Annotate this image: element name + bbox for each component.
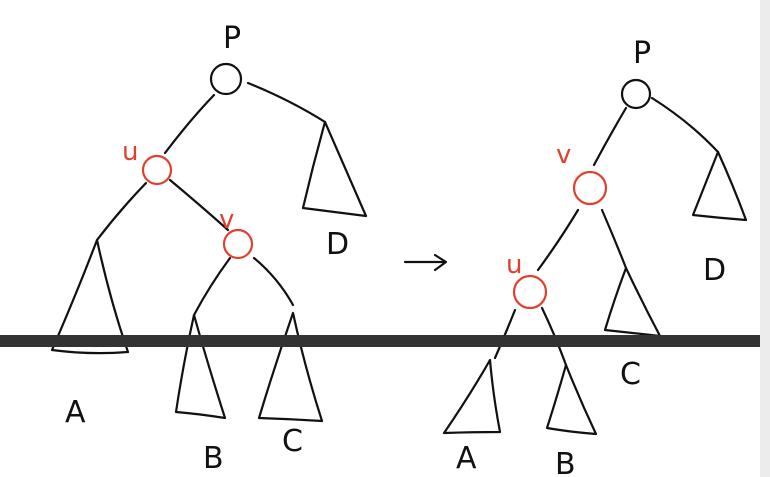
edge-p-d: [246, 81, 327, 124]
before-tree: P u v A D B C: [50, 21, 368, 476]
edge-p-u: [163, 93, 216, 155]
subtree-c-label-after: C: [620, 357, 641, 392]
subtree-d-after: [691, 150, 748, 222]
edge-u-v: [168, 178, 230, 232]
subtree-a-label: A: [65, 395, 86, 430]
subtree-b-label-after: B: [555, 447, 576, 477]
root-label-after: P: [633, 36, 651, 71]
subtree-c: [257, 311, 324, 423]
edge-v-c-after: [600, 208, 628, 270]
subtree-d-label: D: [326, 227, 349, 262]
subtree-a-after: [442, 358, 502, 435]
root-label: P: [223, 21, 241, 56]
edge-p-d-after: [650, 96, 720, 154]
subtree-d-label-after: D: [703, 253, 726, 288]
node-u-label-after: u: [506, 250, 522, 280]
subtree-a: [50, 238, 130, 355]
root-node-p: [209, 62, 243, 96]
node-v-label: v: [219, 205, 234, 235]
edge-v-c: [252, 256, 295, 307]
subtree-b: [174, 313, 227, 420]
root-node-p-after: [620, 78, 652, 110]
subtree-c-after: [603, 266, 662, 338]
node-v-label-after: v: [556, 140, 571, 170]
node-u-after: [512, 274, 548, 310]
edge-p-v: [592, 106, 628, 167]
node-u-label: u: [122, 137, 138, 167]
edge-v-u: [536, 208, 580, 272]
node-u: [141, 154, 173, 186]
node-v: [222, 228, 254, 260]
subtree-d: [301, 120, 368, 218]
transform-arrow-icon: [403, 253, 448, 272]
subtree-b-label: B: [203, 441, 224, 476]
subtree-c-label: C: [282, 424, 303, 459]
node-v-after: [572, 170, 608, 206]
subtree-a-label-after: A: [456, 441, 477, 476]
edge-u-a-after: [493, 308, 517, 360]
after-tree: P v u D C A B: [442, 36, 748, 477]
edge-u-a: [95, 181, 148, 242]
edge-v-b: [192, 256, 232, 317]
scrollbar-track[interactable]: [760, 0, 770, 477]
horizontal-divider-bar: [0, 335, 770, 347]
subtree-b-after: [545, 363, 598, 436]
